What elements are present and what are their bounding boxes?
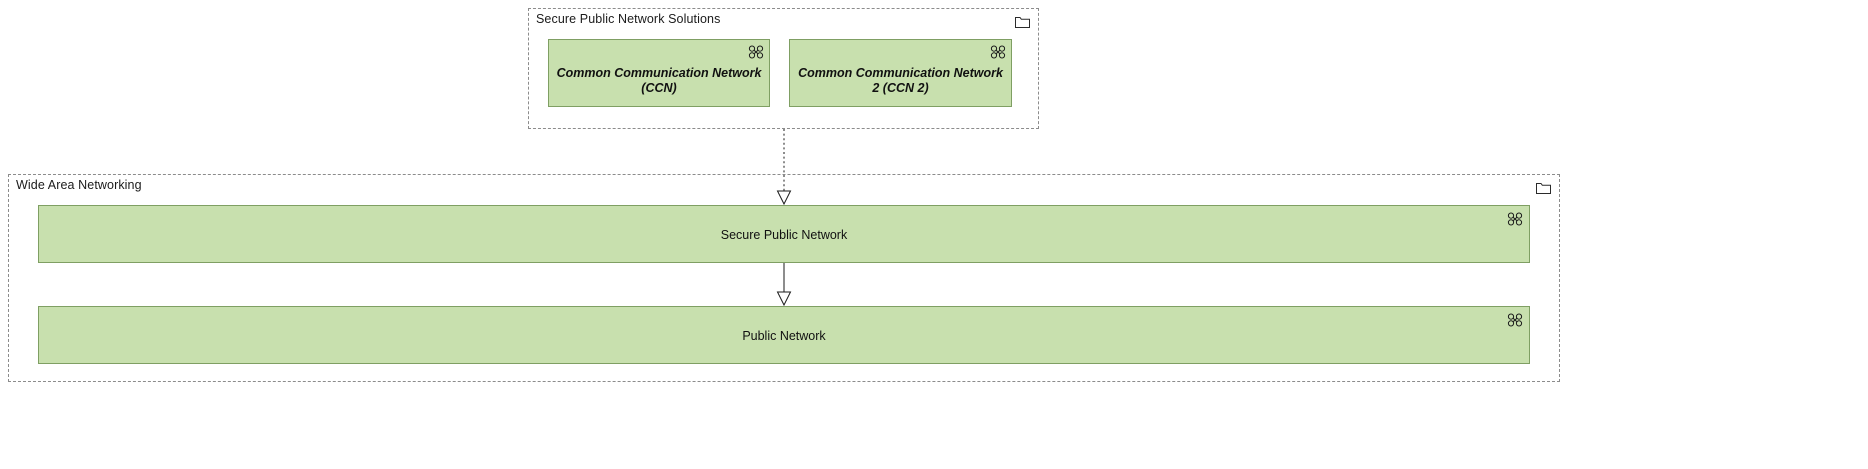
group-secure-public-network-solutions[interactable]: Secure Public Network Solutions: [528, 8, 1039, 129]
node-common-communication-network-ccn[interactable]: Common Communication Network (CCN): [548, 39, 770, 107]
node-label-common-communication-network-ccn: Common Communication Network (CCN): [556, 66, 762, 95]
communication-network-icon: [1507, 313, 1523, 327]
communication-network-icon: [990, 45, 1006, 59]
communication-network-icon: [748, 45, 764, 59]
node-common-communication-network-2-ccn-2[interactable]: Common Communication Network 2 (CCN 2): [789, 39, 1012, 107]
node-label-common-communication-network-2-ccn-2: Common Communication Network 2 (CCN 2): [798, 66, 1003, 95]
group-wide-area-networking[interactable]: Wide Area Networking: [8, 174, 1560, 382]
folder-icon: [1536, 181, 1551, 194]
group-label-wide-area-networking: Wide Area Networking: [16, 178, 142, 192]
connector-realization-solutions-to-secure-public-network: [776, 129, 792, 206]
node-secure-public-network[interactable]: Secure Public Network: [38, 205, 1530, 263]
node-public-network[interactable]: Public Network: [38, 306, 1530, 364]
folder-icon: [1015, 15, 1030, 28]
group-label-secure-public-network-solutions: Secure Public Network Solutions: [536, 12, 721, 26]
connector-specialization-secure-public-network-to-public-network: [776, 263, 792, 307]
node-label-public-network: Public Network: [742, 329, 826, 343]
communication-network-icon: [1507, 212, 1523, 226]
node-label-secure-public-network: Secure Public Network: [720, 228, 848, 242]
